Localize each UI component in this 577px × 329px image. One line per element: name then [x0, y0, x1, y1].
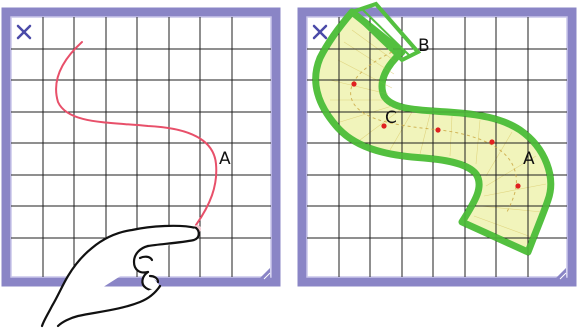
- left-panel-inner-border: [10, 16, 272, 278]
- control-point[interactable]: [435, 127, 441, 133]
- control-point-a[interactable]: [515, 183, 521, 189]
- right-label-b: B: [418, 36, 430, 56]
- control-point-c[interactable]: [381, 123, 387, 129]
- pointing-hand-icon: [40, 224, 200, 328]
- right-label-a: A: [523, 149, 535, 169]
- right-label-c: C: [385, 108, 397, 128]
- swept-band-outline: [312, 9, 554, 255]
- left-label-a: A: [219, 149, 231, 169]
- x-mark-icon[interactable]: [312, 24, 328, 40]
- x-mark-icon[interactable]: [16, 24, 32, 40]
- centerline-control-points: [351, 81, 521, 189]
- right-panel-inner-border: [306, 16, 568, 278]
- left-grid: [11, 17, 271, 277]
- sketched-curve: [55, 41, 218, 226]
- band-end-cap-inner: [361, 8, 411, 57]
- resize-corner-icon[interactable]: [555, 268, 567, 280]
- band-end-cap-top: [348, 1, 422, 63]
- right-panel: B C A: [297, 1, 577, 287]
- control-point[interactable]: [489, 139, 495, 145]
- resize-corner-icon[interactable]: [259, 268, 271, 280]
- left-panel: A: [1, 7, 281, 328]
- control-point[interactable]: [351, 81, 357, 87]
